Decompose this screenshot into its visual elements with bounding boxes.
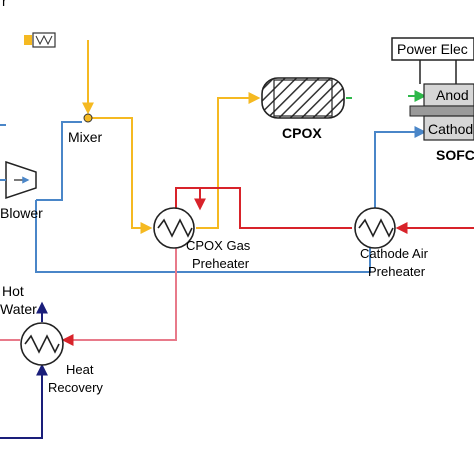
mixer-to-cpox-preheater-stream [88,117,153,234]
sofc-stack[interactable] [391,37,474,141]
heat-recovery-label-1: Heat [66,362,94,377]
cpox-label: CPOX [282,125,322,141]
mixer-label: Mixer [68,129,103,145]
power-electronics-box [391,37,474,61]
cathode-preheater-to-cathode-stream [374,126,427,210]
cathode-box [423,115,474,141]
cathode-preheater-to-cpox-preheater-stream [194,187,352,229]
anode-streams [346,90,427,102]
hot-water-label-1: Hot [2,283,24,299]
air-streams [0,121,427,273]
cpox-gas-preheater-label-1: CPOX Gas [186,238,251,253]
electrolyte-plate [409,105,474,117]
vessel-icon[interactable] [261,77,345,119]
heat-exchanger-icon[interactable] [20,322,64,366]
blower-outlet-to-cathode-preheater [35,200,371,273]
hot-water-label-2: Water [0,301,37,317]
compressor-icon[interactable] [0,160,37,200]
anode-label: Anod [436,87,469,103]
cathode-air-preheater-label-2: Preheater [368,264,426,279]
mixer-node-icon[interactable] [83,113,93,123]
heat-exchanger-icon[interactable] [153,207,195,249]
cpox-preheater-red-top [175,187,200,208]
blower-label: Blower [0,205,43,221]
blower-outlet-stream [36,121,82,201]
heat-recovery-label-2: Recovery [48,380,103,395]
cpox-preheater-to-cpox-stream [196,92,261,229]
cpox-gas-preheater-label-2: Preheater [192,256,250,271]
heat-exchanger-icon[interactable] [354,207,396,249]
zigzag-valve-icon[interactable] [24,32,56,48]
water-streams [0,301,48,439]
cathode-label: Cathod [428,121,473,137]
sofc-label: SOFC [436,147,474,163]
top-fragment-label: r [2,0,7,9]
power-electronics-label: Power Elec [397,41,468,57]
cold-water-inlet-stream [0,363,48,439]
exhaust-streams [0,187,474,346]
cathode-air-preheater-label-1: Cathode Air [360,246,429,261]
cpox-preheater-to-heat-recovery-stream [61,248,177,346]
fuel-streams [82,40,261,234]
